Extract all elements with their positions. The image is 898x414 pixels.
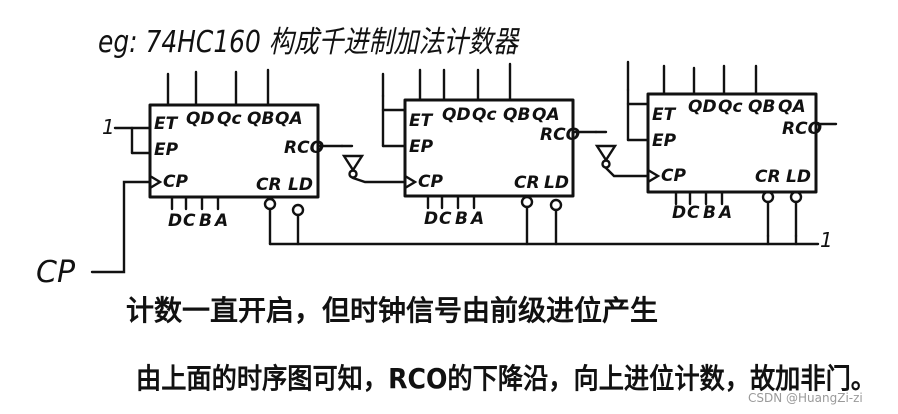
counter-3-ep-label: EP [652, 131, 677, 151]
counter-2-input-b: B [455, 209, 468, 229]
diagram-title: eg: 74HC160 构成千进制加法计数器 [98, 25, 520, 60]
counter-3-input-c: C [687, 203, 700, 223]
counter-1-rco-label: RCO [284, 138, 324, 158]
counter-2-ld-label: LD [544, 173, 569, 193]
counter-3-input-d: D [672, 203, 686, 223]
counter-3-cp-label: CP [661, 166, 686, 186]
counter-2-input-d: D [424, 209, 438, 229]
counter-3-body [646, 92, 818, 194]
counter-3-qb-label: QB [748, 97, 775, 117]
counter-1-ld-label: LD [288, 175, 313, 195]
counter-1-input-b: B [199, 211, 212, 231]
counter-3-input-a: A [717, 203, 732, 223]
counter-1: 1 ET EP CP QD Qc QB QA RCO CR LD D C B A [102, 68, 344, 246]
control-line-level: 1 [820, 228, 833, 252]
clock-label: CP [36, 255, 76, 290]
counter-1-input-d: D [168, 211, 182, 231]
counter-2-ep-label: EP [409, 137, 434, 157]
watermark: CSDN @HuangZi-zi [748, 391, 863, 405]
counter-1-body [148, 103, 320, 199]
counter-1-cr-label: CR [256, 175, 282, 195]
note-line-1: 计数一直开启，但时钟信号由前级进位产生 [126, 294, 658, 327]
not-gate-1 [340, 144, 407, 184]
counter-1-input-a: A [213, 211, 228, 231]
counter-3-qc-label: Qc [718, 97, 743, 117]
clock-input: CP [36, 180, 152, 290]
counter-3: ET EP CP QD Qc QB QA RCO CR LD D C B A [626, 60, 838, 238]
counter-3-qa-label: QA [778, 97, 806, 117]
counter-2-cr-label: CR [514, 173, 540, 193]
counter-2-cp-label: CP [418, 172, 443, 192]
control-bus: 1 [268, 228, 833, 252]
counter-1-qa-label: QA [275, 109, 303, 129]
counter-2: ET EP CP QD Qc QB QA RCO CR LD D C B A [381, 62, 598, 246]
counter-2-input-a: A [469, 209, 484, 229]
counter-2-qa-label: QA [532, 105, 560, 125]
not-gate-2 [594, 130, 650, 178]
counter-2-input-c: C [439, 209, 452, 229]
counter-1-et-label: ET [154, 114, 179, 134]
note-line-2: 由上面的时序图可知，RCO的下降沿，向上进位计数，故加非门。 [136, 362, 876, 395]
counter-1-ep-label: EP [154, 140, 179, 160]
counter-2-qd-label: QD [442, 105, 471, 125]
counter-3-ld-label: LD [786, 167, 811, 187]
counter-1-cp-label: CP [163, 172, 188, 192]
counter-1-qd-label: QD [186, 109, 215, 129]
counter-3-input-b: B [703, 203, 716, 223]
counter-2-et-label: ET [409, 111, 434, 131]
counter-3-qd-label: QD [688, 97, 717, 117]
counter-2-qb-label: QB [503, 105, 530, 125]
counter-3-cr-label: CR [755, 167, 781, 187]
counter-2-rco-label: RCO [540, 125, 580, 145]
counter-1-et-level: 1 [102, 115, 115, 139]
counter-2-body [403, 98, 575, 198]
counter-3-et-label: ET [652, 105, 677, 125]
counter-2-qc-label: Qc [472, 105, 497, 125]
counter-1-input-c: C [183, 211, 196, 231]
counter-1-qc-label: Qc [217, 109, 242, 129]
counter-3-rco-label: RCO [782, 119, 822, 139]
counter-1-qb-label: QB [247, 109, 274, 129]
